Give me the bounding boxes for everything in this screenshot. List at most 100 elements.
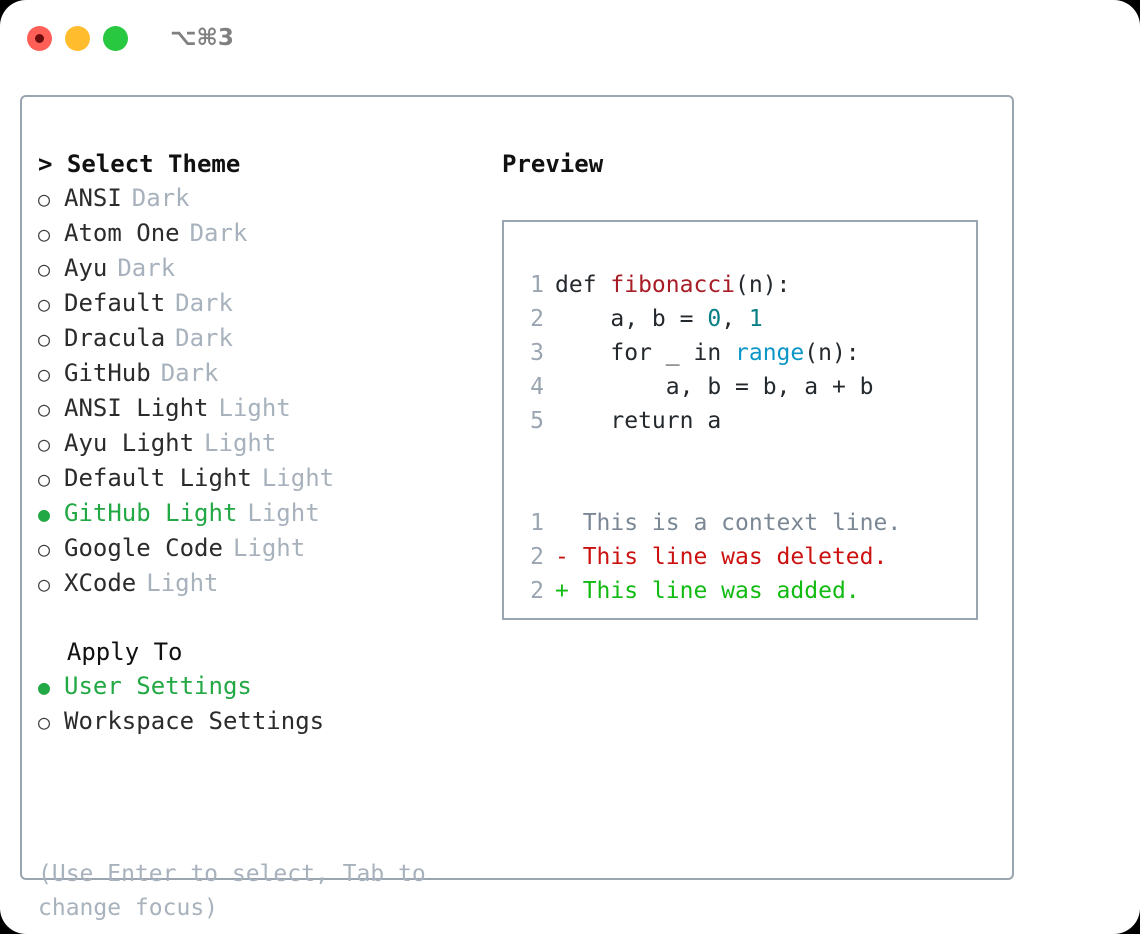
theme-name: Dracula: [64, 324, 166, 352]
radio-icon: ○: [38, 187, 51, 211]
code-blank-line: [518, 438, 970, 472]
radio-icon: ○: [38, 222, 51, 246]
theme-option-github[interactable]: ○ GitHub Dark: [38, 356, 498, 391]
code-line: 5 return a: [518, 404, 970, 438]
theme-option-ayu[interactable]: ○ Ayu Dark: [38, 251, 498, 286]
radio-icon: ○: [38, 327, 51, 351]
keyboard-shortcut-label: ⌥⌘3: [170, 25, 234, 51]
diff-line-context: 1 This is a context line.: [518, 506, 970, 540]
apply-to-label: User Settings: [64, 672, 252, 700]
code-line: 2 a, b = 0, 1: [518, 302, 970, 336]
theme-variant-badge: Dark: [175, 289, 233, 317]
diff-line-deleted: 2 - This line was deleted.: [518, 540, 970, 574]
theme-option-ansi[interactable]: ○ ANSI Dark: [38, 181, 498, 216]
line-number: 2: [530, 544, 544, 570]
code-token-builtin: range: [735, 340, 805, 366]
code-token: for _ in: [555, 340, 736, 366]
theme-option-github-light[interactable]: ● GitHub Light Light: [38, 496, 498, 531]
line-number: 4: [530, 374, 544, 400]
close-button[interactable]: [27, 25, 52, 51]
line-number: 1: [530, 272, 544, 298]
theme-variant-badge: Light: [204, 429, 277, 457]
radio-selected-icon: ●: [38, 675, 51, 699]
line-number: 1: [530, 510, 544, 536]
code-token-function: fibonacci: [610, 272, 736, 298]
code-token: (n):: [735, 272, 791, 298]
theme-name: Default Light: [64, 464, 252, 492]
radio-icon: ○: [38, 710, 51, 734]
theme-variant-badge: Light: [232, 534, 306, 562]
theme-name: Atom One: [64, 219, 180, 247]
radio-icon: ○: [38, 362, 51, 386]
theme-variant-badge: Light: [247, 499, 320, 527]
preview-column: Preview 1 def fibonacci(n): 2 a, b = 0, …: [502, 147, 992, 620]
code-token: return a: [555, 408, 722, 434]
radio-icon: ○: [38, 572, 51, 596]
code-line: 4 a, b = b, a + b: [518, 370, 970, 404]
code-token: ,: [721, 306, 749, 332]
preview-panel: 1 def fibonacci(n): 2 a, b = 0, 1 3 for …: [502, 220, 978, 620]
close-dot-icon: [35, 33, 44, 43]
radio-icon: ○: [38, 257, 51, 281]
theme-name: Default: [64, 289, 166, 317]
theme-option-google-code[interactable]: ○ Google Code Light: [38, 531, 498, 566]
title-bar: ⌥⌘3: [0, 0, 1140, 76]
minimize-button[interactable]: [65, 25, 90, 51]
code-token-number: 1: [748, 306, 763, 332]
code-token: a, b = b, a + b: [555, 374, 874, 400]
zoom-button[interactable]: [103, 25, 128, 51]
theme-name: GitHub: [64, 359, 151, 387]
theme-option-ansi-light[interactable]: ○ ANSI Light Light: [38, 391, 498, 426]
apply-to-option-user-settings[interactable]: ● User Settings: [38, 669, 498, 704]
theme-variant-badge: Light: [261, 464, 335, 492]
diff-text: This is a context line.: [555, 510, 902, 536]
select-theme-heading: > Select Theme: [38, 150, 241, 178]
radio-icon: ○: [38, 537, 51, 561]
theme-option-xcode[interactable]: ○ XCode Light: [38, 566, 498, 601]
theme-variant-badge: Dark: [160, 359, 219, 387]
theme-name: XCode: [64, 569, 137, 597]
code-token-number: 0: [707, 306, 722, 332]
theme-picker-card: > Select Theme ○ ANSI Dark ○ Atom One Da…: [20, 95, 1014, 921]
apply-to-label: Workspace Settings: [64, 707, 325, 735]
theme-option-default-light[interactable]: ○ Default Light Light: [38, 461, 498, 496]
theme-option-default[interactable]: ○ Default Dark: [38, 286, 498, 321]
theme-name: ANSI: [64, 184, 122, 212]
theme-variant-badge: Dark: [175, 324, 233, 352]
code-sample: 1 def fibonacci(n): 2 a, b = 0, 1 3 for …: [518, 268, 970, 608]
theme-variant-badge: Dark: [131, 184, 190, 212]
theme-variant-badge: Light: [218, 394, 291, 422]
radio-icon: ○: [38, 432, 51, 456]
radio-icon: ○: [38, 397, 51, 421]
theme-variant-badge: Dark: [189, 219, 248, 247]
radio-icon: ○: [38, 467, 51, 491]
line-number: 3: [530, 340, 544, 366]
code-token: def: [555, 272, 611, 298]
code-line: 1 def fibonacci(n):: [518, 268, 970, 302]
radio-selected-icon: ●: [38, 502, 51, 526]
theme-name: Google Code: [64, 534, 223, 562]
theme-option-dracula[interactable]: ○ Dracula Dark: [38, 321, 498, 356]
apply-to-option-workspace-settings[interactable]: ○ Workspace Settings: [38, 704, 498, 739]
code-token: a, b =: [555, 306, 708, 332]
theme-name: GitHub Light: [64, 499, 238, 527]
theme-name: ANSI Light: [64, 394, 209, 422]
section-spacer: [38, 601, 498, 635]
code-token: (n):: [804, 340, 860, 366]
radio-icon: ○: [38, 292, 51, 316]
line-number: 2: [530, 578, 544, 604]
diff-line-added: 2 + This line was added.: [518, 574, 970, 608]
theme-option-ayu-light[interactable]: ○ Ayu Light Light: [38, 426, 498, 461]
diff-text: - This line was deleted.: [555, 544, 888, 570]
code-blank-line: [518, 472, 970, 506]
theme-name: Ayu Light: [64, 429, 195, 457]
theme-option-atom-one[interactable]: ○ Atom One Dark: [38, 216, 498, 251]
code-line: 3 for _ in range(n):: [518, 336, 970, 370]
theme-variant-badge: Light: [146, 569, 219, 597]
theme-variant-badge: Dark: [117, 254, 176, 282]
theme-name: Ayu: [64, 254, 108, 282]
line-number: 2: [530, 306, 544, 332]
preview-heading: Preview: [502, 150, 604, 178]
apply-to-heading: Apply To: [38, 638, 183, 666]
